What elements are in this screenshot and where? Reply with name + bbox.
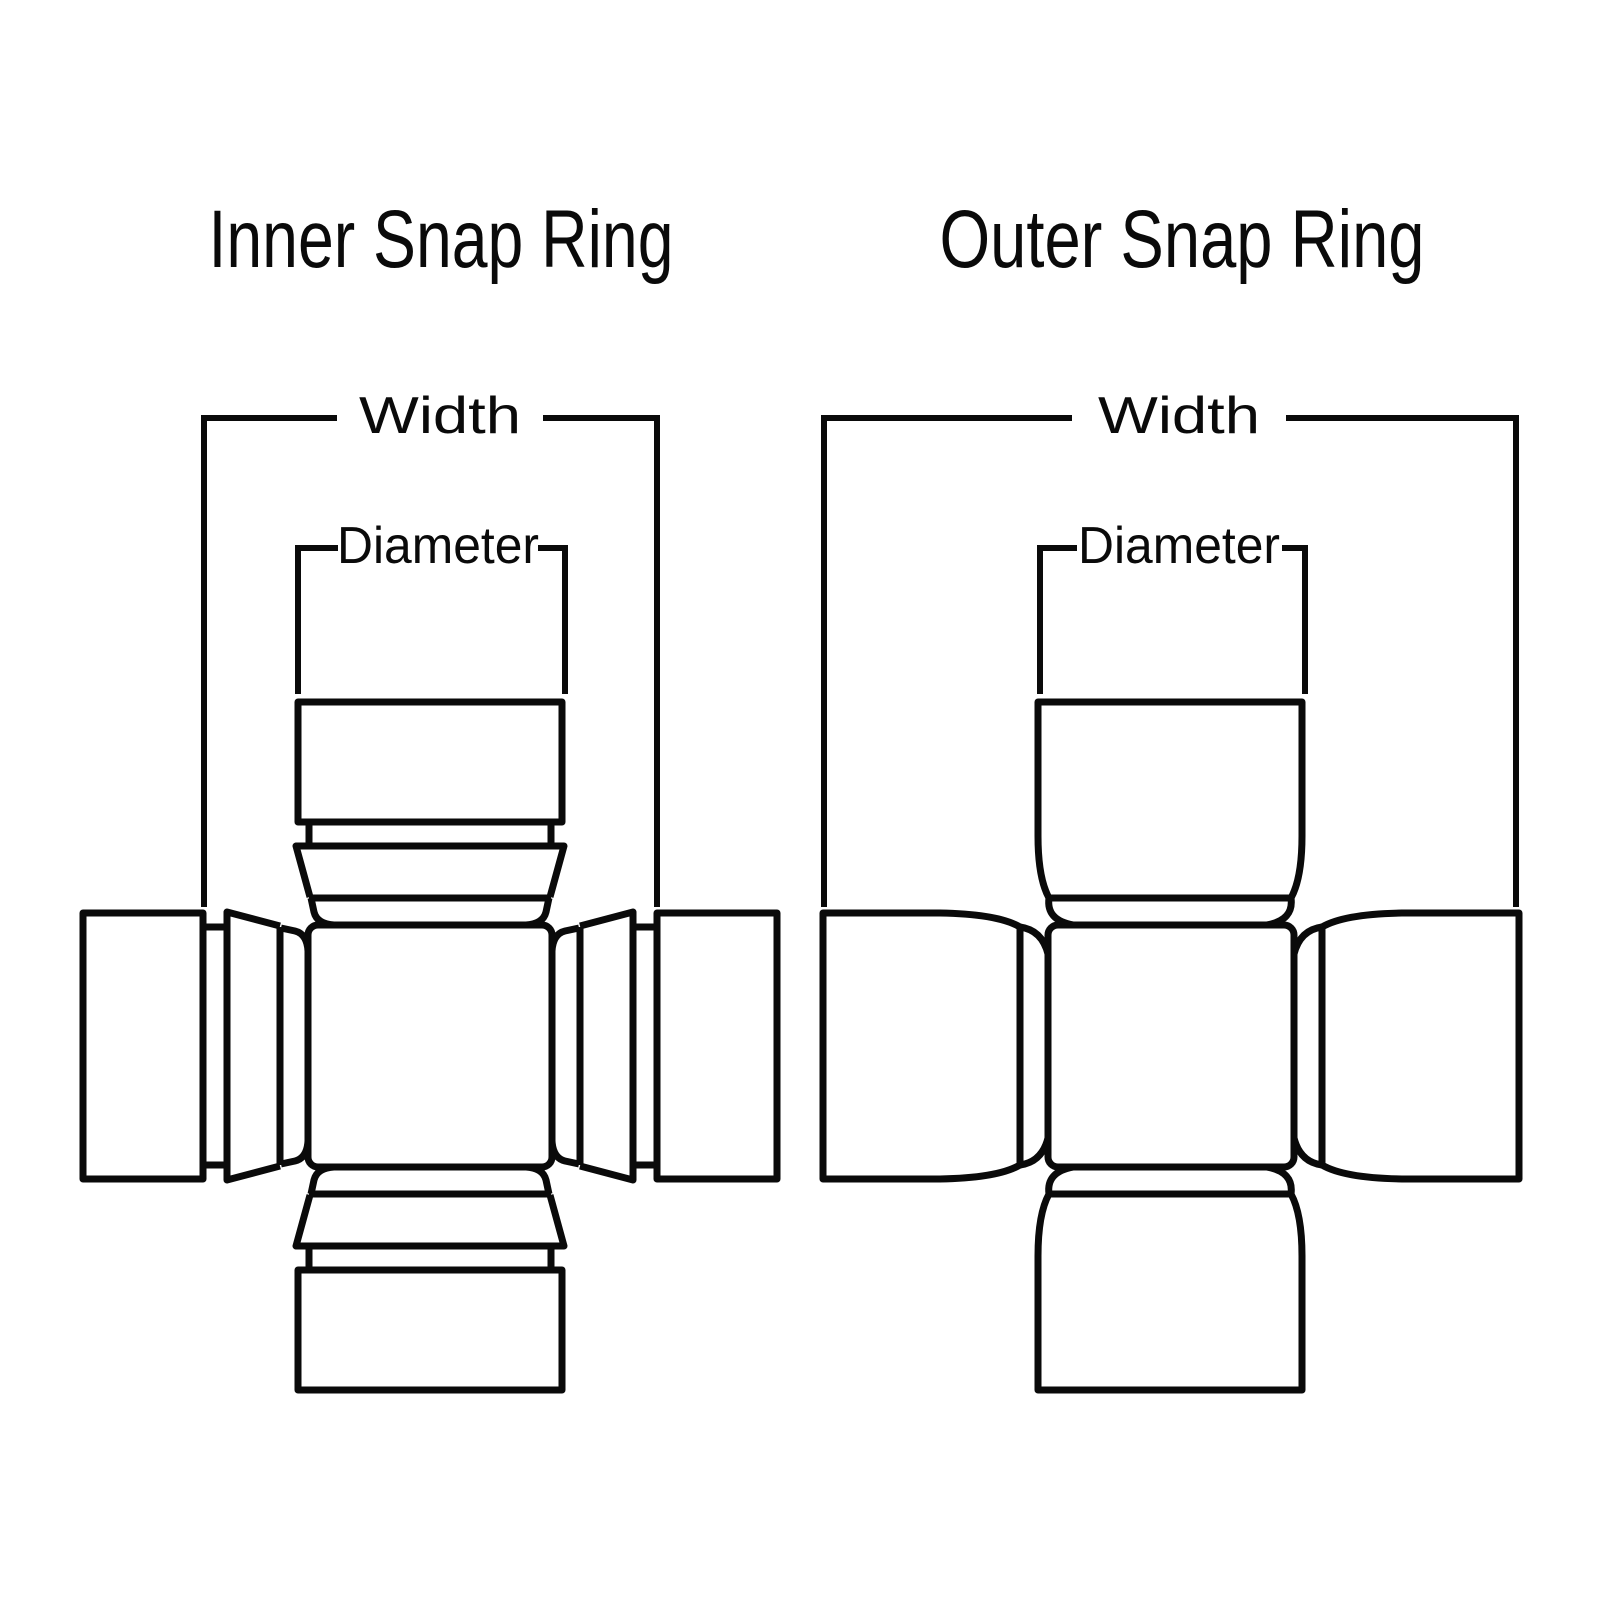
outer-diagram-title: Outer Snap Ring (940, 194, 1425, 285)
outer-top-foot-left (1045, 897, 1074, 929)
inner-bottom-foot-right (525, 1163, 553, 1195)
outer-diameter-label: Diameter (1078, 517, 1280, 575)
outer-center-body (1044, 921, 1298, 1171)
outer-bottom-foot-right (1266, 1163, 1295, 1195)
outer-right-foot-bottom (1290, 1137, 1323, 1169)
outer-right-foot-top (1290, 923, 1323, 955)
outer-joint-drawing (819, 698, 1523, 1394)
inner-diameter-bracket: Diameter (295, 517, 568, 694)
outer-width-label: Width (1098, 387, 1260, 445)
outer-diameter-bracket: Diameter (1037, 517, 1308, 694)
inner-top-seal-skirt (292, 842, 568, 898)
outer-snap-ring-diagram: Outer Snap Ring Width Diameter (819, 194, 1523, 1394)
inner-top-bearing-cap (294, 698, 566, 826)
outer-width-bracket-left-line (821, 415, 1072, 907)
inner-diameter-bracket-right-line (538, 545, 568, 694)
inner-right-foot-top (548, 924, 580, 952)
inner-width-bracket-left-line (201, 415, 337, 907)
inner-joint-drawing (79, 698, 781, 1394)
inner-top-foot-left (307, 897, 335, 929)
outer-width-bracket: Width (821, 387, 1519, 907)
outer-width-bracket-right-line (1286, 415, 1519, 907)
outer-top-bearing-cap (1034, 698, 1306, 900)
outer-left-bearing-cap (819, 909, 1022, 1183)
outer-top-foot-right (1266, 897, 1295, 929)
inner-bottom-bearing-cap (294, 1266, 566, 1394)
outer-right-bearing-cap (1320, 909, 1523, 1183)
outer-bottom-bearing-cap (1034, 1192, 1306, 1394)
outer-left-foot-bottom (1019, 1137, 1052, 1169)
inner-diameter-bracket-left-line (295, 545, 338, 694)
inner-center-body (304, 921, 556, 1171)
outer-diameter-bracket-right-line (1282, 545, 1308, 694)
inner-right-foot-bottom (548, 1140, 580, 1168)
inner-right-bearing-cap (653, 909, 781, 1183)
inner-left-foot-bottom (280, 1140, 312, 1168)
inner-bottom-seal-skirt (292, 1194, 568, 1250)
inner-width-bracket-right-line (543, 415, 660, 907)
inner-width-bracket: Width (201, 387, 660, 907)
inner-right-seal-skirt (579, 908, 637, 1184)
inner-left-seal-skirt (223, 908, 281, 1184)
inner-top-foot-right (525, 897, 553, 929)
outer-diameter-bracket-left-line (1037, 545, 1077, 694)
inner-bottom-foot-left (307, 1163, 335, 1195)
inner-snap-ring-diagram: Inner Snap Ring Width Diameter (79, 194, 781, 1394)
inner-left-bearing-cap (79, 909, 207, 1183)
inner-diameter-label: Diameter (337, 517, 539, 575)
inner-left-foot-top (280, 924, 312, 952)
inner-width-label: Width (359, 387, 521, 445)
outer-bottom-foot-left (1045, 1163, 1074, 1195)
inner-diagram-title: Inner Snap Ring (209, 194, 674, 285)
outer-left-foot-top (1019, 923, 1052, 955)
